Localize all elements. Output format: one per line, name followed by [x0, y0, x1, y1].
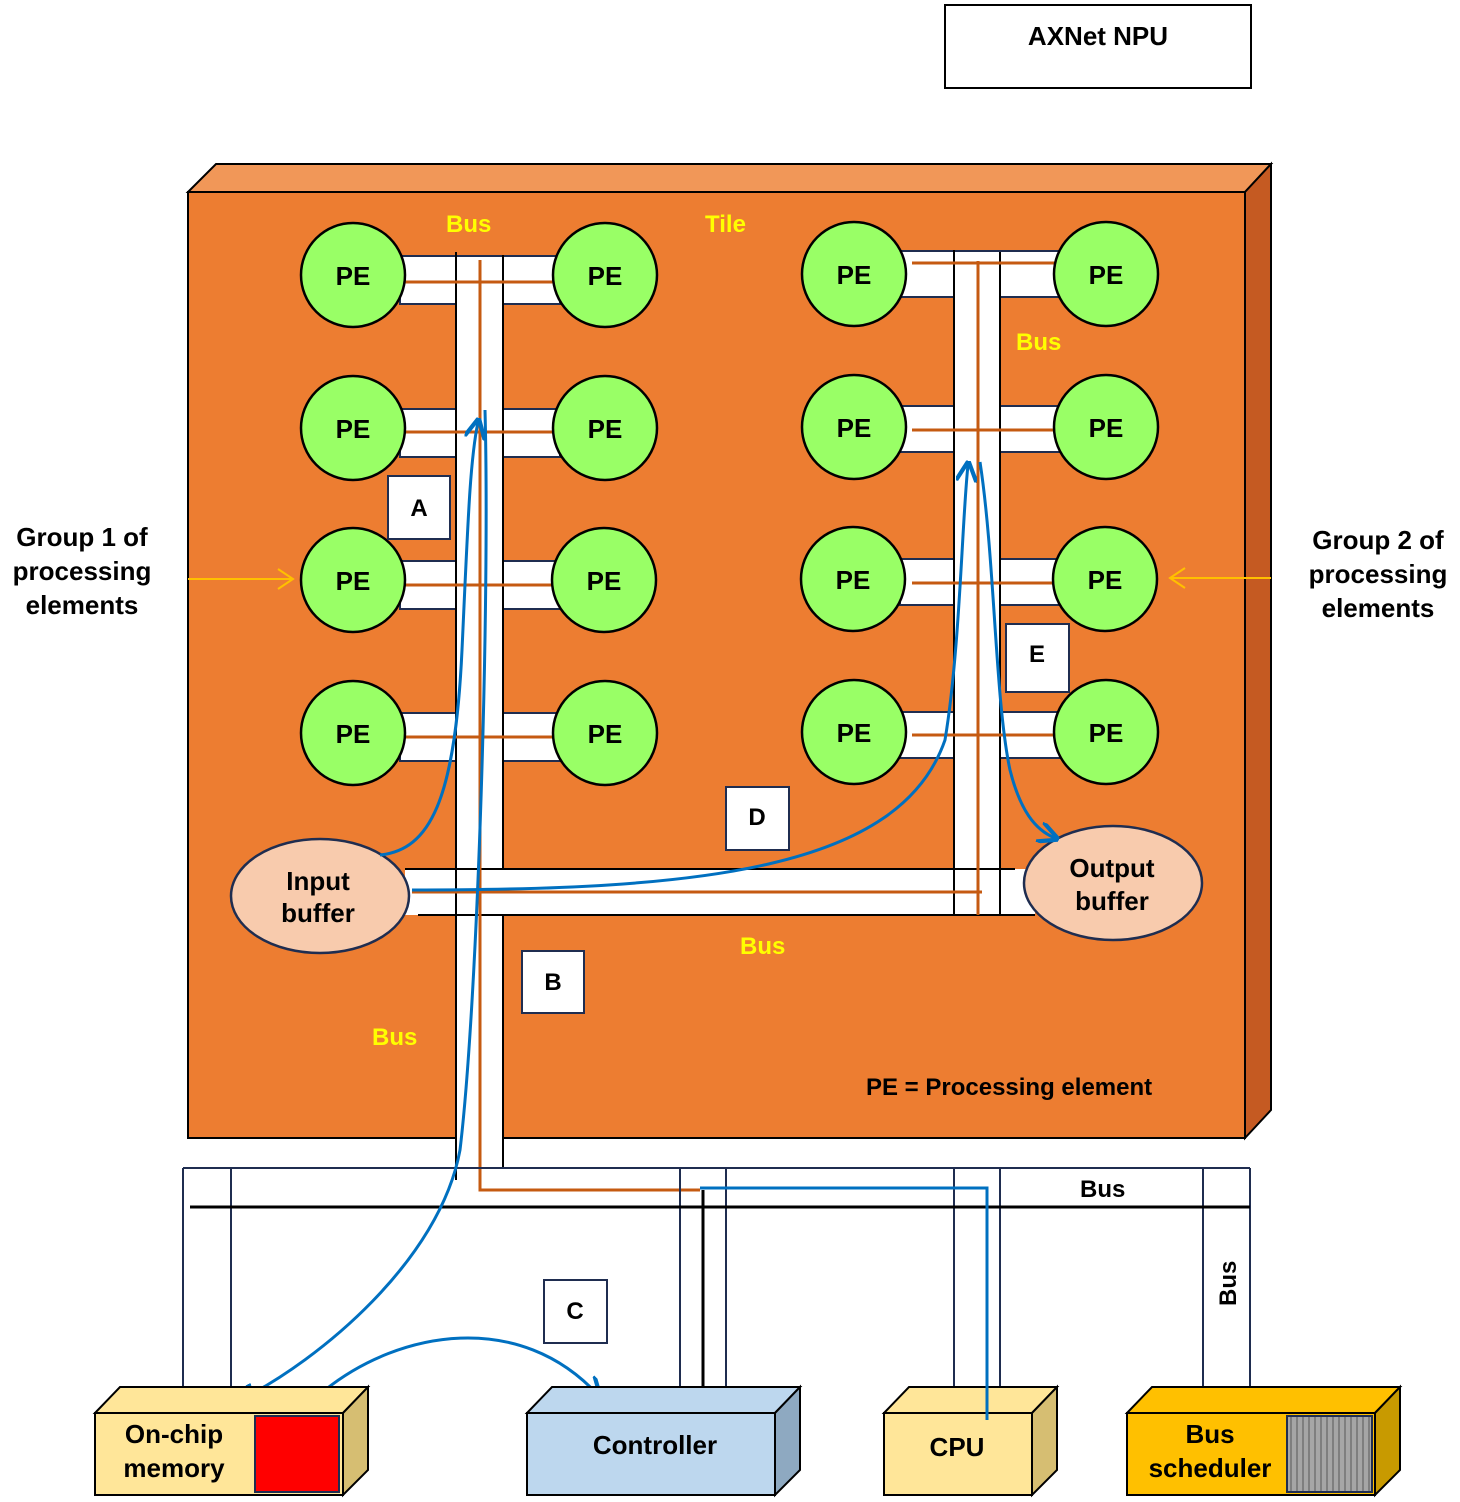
pe	[550, 526, 658, 634]
group1-label: Group 1 of processing elements	[13, 522, 152, 620]
bus-scheduler: Bus scheduler	[1124, 1384, 1403, 1498]
svg-text:processing: processing	[1309, 559, 1448, 589]
pe-label: PE	[837, 413, 872, 443]
pe-label: PE	[1089, 413, 1124, 443]
marker-boxes	[387, 475, 1070, 1344]
marker-b: B	[544, 969, 561, 996]
svg-text:CPU: CPU	[930, 1432, 985, 1462]
pe-label: PE	[336, 261, 371, 291]
svg-text:On-chip: On-chip	[125, 1419, 223, 1449]
pe-label: PE	[1089, 260, 1124, 290]
marker-a: A	[410, 495, 427, 522]
marker-d-box	[725, 786, 790, 851]
bus-label-right: Bus	[1016, 329, 1061, 356]
pe	[800, 220, 908, 328]
flow-memory-to-controller	[324, 1336, 598, 1395]
pe	[800, 678, 908, 786]
svg-text:scheduler: scheduler	[1149, 1453, 1272, 1483]
pe	[1052, 373, 1160, 481]
flow-cpu-to-bus	[700, 1186, 989, 1392]
marker-a-box	[387, 475, 451, 540]
pe-label: PE	[837, 718, 872, 748]
cpu: CPU	[881, 1384, 1060, 1498]
input-buffer-line2: buffer	[281, 898, 355, 928]
group2-label: Group 2 of processing elements	[1309, 525, 1448, 623]
svg-text:memory: memory	[123, 1453, 225, 1483]
marker-labels: A B C D E	[410, 495, 1045, 1325]
pe-label: PE	[837, 260, 872, 290]
system-bus	[182, 1167, 1251, 1387]
marker-b-box	[521, 950, 585, 1014]
legend: PE = Processing element	[866, 1074, 1152, 1101]
tile-label: Tile	[705, 211, 746, 238]
data-flows	[240, 409, 1055, 1400]
pe	[299, 221, 407, 329]
group2-pes	[799, 220, 1160, 786]
on-chip-memory: On-chip memory	[92, 1384, 371, 1498]
bus-labels: Bus Tile Bus Bus Bus	[372, 211, 1061, 1051]
flow-group2-to-output	[978, 461, 1055, 838]
group-arrows	[188, 567, 1271, 590]
pe	[299, 526, 407, 634]
marker-e: E	[1029, 641, 1045, 668]
pe-label: PE	[587, 566, 622, 596]
pe-label: PE	[1089, 718, 1124, 748]
bus-label-system: Bus	[1080, 1176, 1125, 1203]
input-buffer-line1: Input	[286, 866, 350, 896]
pe-label: PE	[588, 261, 623, 291]
pe	[299, 679, 407, 787]
flow-group1-to-memory	[240, 409, 488, 1400]
svg-text:processing: processing	[13, 556, 152, 586]
marker-e-box	[1005, 623, 1070, 693]
tile-side	[1244, 161, 1272, 1141]
marker-c-box	[543, 1279, 608, 1344]
memory-block	[254, 1415, 340, 1493]
pe-labels: PE PE PE PE PE PE PE PE PE PE PE PE PE P…	[336, 260, 1124, 749]
tile-top	[185, 163, 1274, 193]
title-text: AXNet NPU	[1028, 21, 1168, 51]
group1-pes	[299, 221, 659, 787]
svg-text:Controller: Controller	[593, 1430, 717, 1460]
pe-label: PE	[588, 719, 623, 749]
output-buffer	[1022, 824, 1204, 942]
pe	[551, 374, 659, 482]
bus-label-vertical: Bus	[1215, 1261, 1242, 1306]
pe	[1052, 678, 1160, 786]
svg-text:elements: elements	[26, 590, 139, 620]
pe	[800, 373, 908, 481]
controller: Controller	[524, 1384, 803, 1498]
pe-label: PE	[336, 414, 371, 444]
bus-label-left: Bus	[372, 1024, 417, 1051]
svg-text:Group 1 of: Group 1 of	[16, 522, 148, 552]
pe-label: PE	[336, 719, 371, 749]
pe	[799, 525, 907, 633]
output-buffer-line1: Output	[1069, 853, 1155, 883]
pe-label: PE	[588, 414, 623, 444]
scheduler-block	[1286, 1415, 1373, 1493]
bus-label-middle: Bus	[740, 933, 785, 960]
flow-input-to-group1	[379, 422, 478, 857]
bus-label-top: Bus	[446, 211, 491, 238]
marker-c: C	[566, 1298, 583, 1325]
title-box	[944, 4, 1252, 89]
pe	[551, 679, 659, 787]
tile-front	[187, 191, 1246, 1139]
svg-text:Bus: Bus	[1185, 1419, 1234, 1449]
flow-input-to-group2	[411, 465, 968, 892]
input-buffer	[229, 837, 411, 955]
pe-label: PE	[1088, 565, 1123, 595]
output-buffer-line2: buffer	[1075, 886, 1149, 916]
svg-text:elements: elements	[1322, 593, 1435, 623]
pe-label: PE	[336, 566, 371, 596]
marker-d: D	[748, 804, 765, 831]
pe	[1051, 525, 1159, 633]
pe	[1052, 220, 1160, 328]
pe	[299, 374, 407, 482]
svg-text:Group 2 of: Group 2 of	[1312, 525, 1444, 555]
group2-wires	[412, 261, 1058, 915]
pe	[551, 221, 659, 329]
pe-label: PE	[836, 565, 871, 595]
